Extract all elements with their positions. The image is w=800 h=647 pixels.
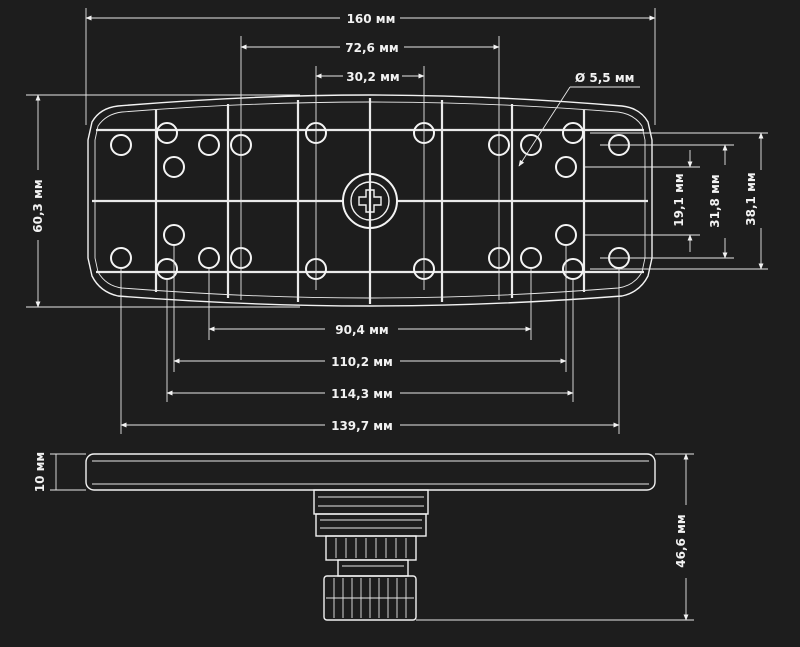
dim-horizontal-a: 90,4 мм xyxy=(208,268,532,340)
dim-width-total: 160 мм xyxy=(85,8,656,125)
dim-horizontal-d: 139,7 мм xyxy=(120,268,620,434)
dim-label-139-7: 139,7 мм xyxy=(331,419,393,433)
dim-bolt-spacing-a: 72,6 мм xyxy=(240,36,500,300)
dim-label-30-2: 30,2 мм xyxy=(346,70,399,84)
dim-height-total: 60,3 мм xyxy=(26,94,300,308)
dim-total-height: 46,6 мм xyxy=(416,453,694,621)
dim-label-46-6: 46,6 мм xyxy=(674,514,688,567)
dim-label-10: 10 мм xyxy=(33,452,47,493)
center-screw-icon xyxy=(342,173,398,229)
dim-vertical-b: 31,8 мм xyxy=(600,144,734,259)
dim-vertical-a: 19,1 мм xyxy=(585,150,700,252)
dim-horizontal-c: 114,3 мм xyxy=(166,279,574,402)
stem-knurl-upper xyxy=(325,535,417,561)
dim-plate-thickness: 10 мм xyxy=(33,452,86,493)
dim-label-110-2: 110,2 мм xyxy=(331,355,393,369)
dim-hole-diameter: Ø 5,5 мм xyxy=(518,71,640,167)
dim-horizontal-b: 110,2 мм xyxy=(173,245,567,372)
dim-label-114-3: 114,3 мм xyxy=(331,387,393,401)
dim-label-diameter: Ø 5,5 мм xyxy=(575,71,634,85)
plate-inner-outline xyxy=(94,101,646,299)
dim-label-72-6: 72,6 мм xyxy=(345,41,398,55)
side-plate xyxy=(85,453,656,491)
dim-label-31-8: 31,8 мм xyxy=(708,174,722,227)
dim-vertical-c: 38,1 мм xyxy=(590,132,768,270)
plate-outline xyxy=(87,94,653,307)
dim-label-60-3: 60,3 мм xyxy=(31,179,45,232)
stem-block xyxy=(313,489,429,515)
dim-label-38-1: 38,1 мм xyxy=(744,172,758,225)
stem-neck xyxy=(337,559,409,577)
top-view: 160 мм 72,6 мм 30,2 мм Ø 5,5 мм xyxy=(26,8,768,434)
stem-knurl-lower xyxy=(323,575,417,621)
ribs xyxy=(92,98,648,304)
side-view: 10 мм 46,6 мм xyxy=(33,452,694,621)
dim-bolt-spacing-b: 30,2 мм xyxy=(315,66,425,290)
dim-label-19-1: 19,1 мм xyxy=(672,173,686,226)
dim-label-160: 160 мм xyxy=(347,12,396,26)
dim-label-90-4: 90,4 мм xyxy=(335,323,388,337)
